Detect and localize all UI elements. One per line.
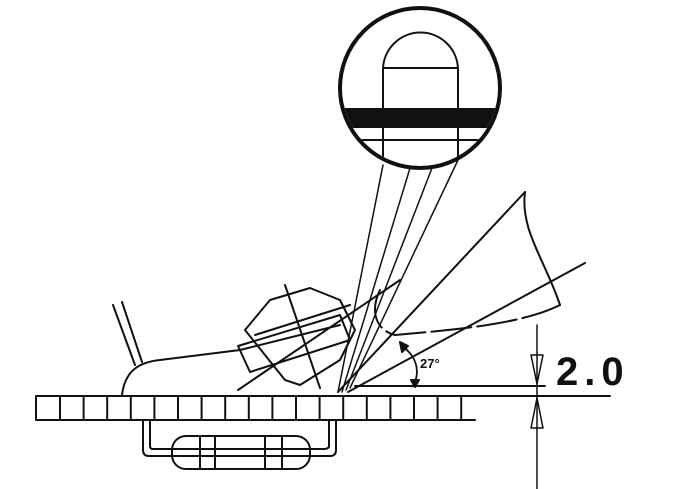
circuit-board	[35, 395, 611, 421]
soldering-iron	[237, 191, 586, 393]
hex-fastener	[244, 284, 356, 389]
dimension-label: 2.0	[556, 350, 630, 394]
magnifier-inset	[338, 6, 502, 170]
resistor-component	[142, 419, 337, 470]
projection-lines	[337, 159, 459, 393]
angle-label: 27°	[420, 356, 440, 371]
dimension-markings	[354, 324, 546, 489]
